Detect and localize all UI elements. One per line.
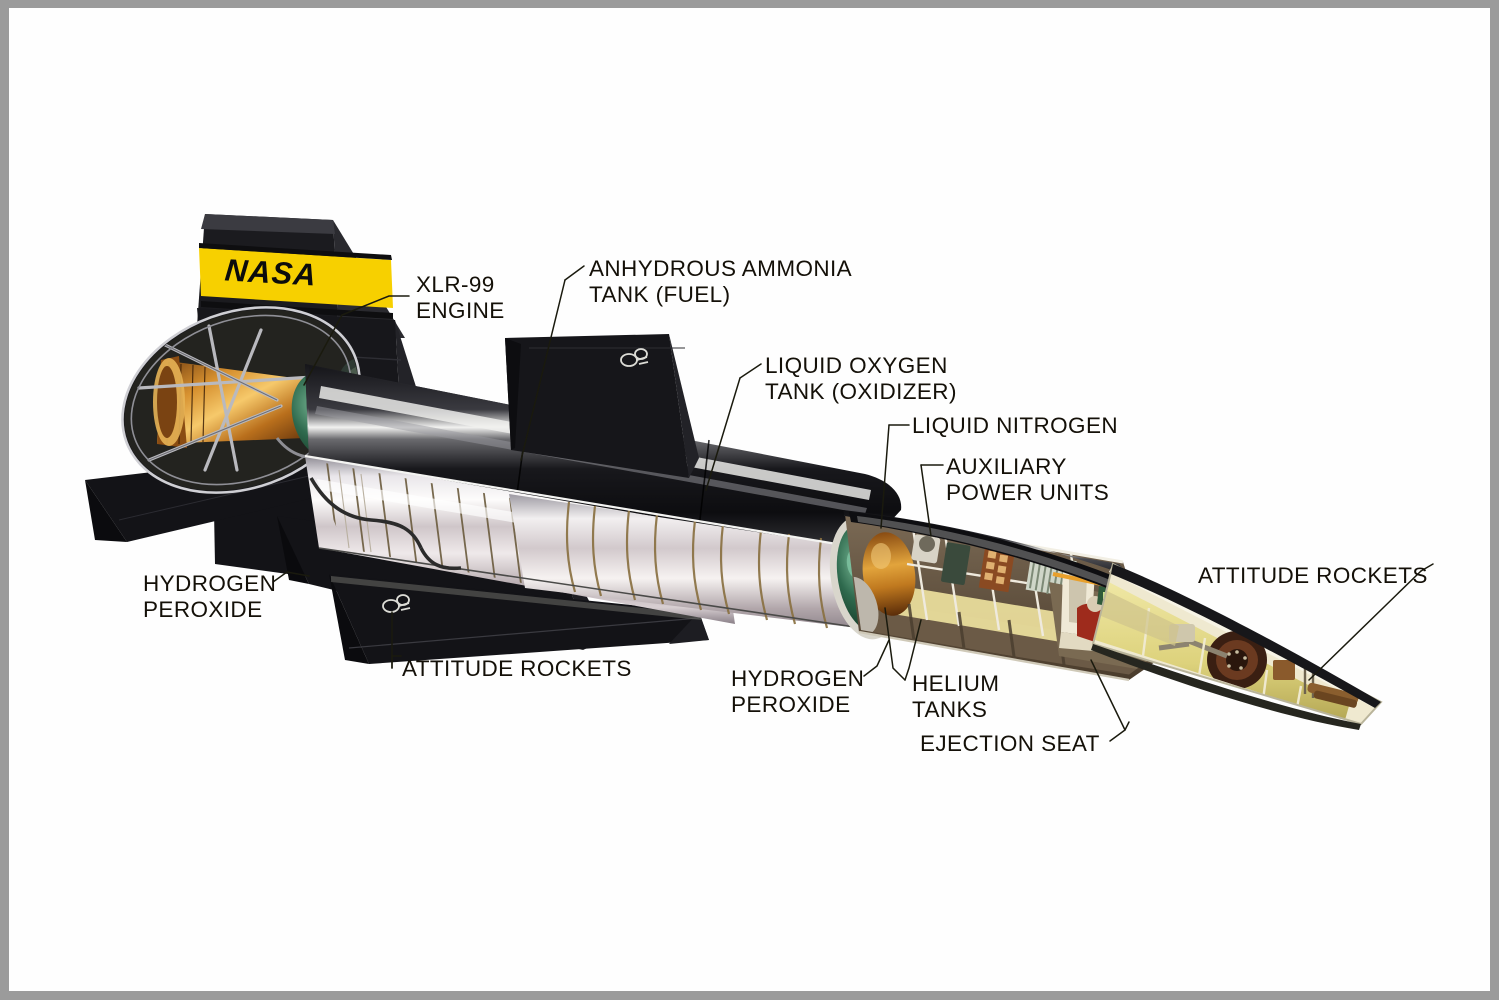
- leader-h2o2-l: [272, 571, 310, 583]
- main-wing: [329, 574, 709, 664]
- leader-helium-2: [904, 619, 922, 681]
- leader-lines: [272, 265, 1434, 742]
- leader-attrock-r-tick: [1420, 563, 1434, 572]
- leader-xlr99: [341, 295, 410, 316]
- leader-helium-1: [884, 607, 906, 681]
- leader-apu: [920, 464, 932, 537]
- leader-ammonia-tick: [564, 265, 585, 281]
- nose-attitude-thrusters: [1307, 682, 1359, 708]
- leader-h2o2-m: [863, 639, 890, 677]
- leader-ejection: [1090, 659, 1126, 731]
- tank-ring-bands: [565, 501, 829, 629]
- label-attitude-rockets-left: ATTITUDE ROCKETS: [402, 656, 632, 681]
- leader-attrock-r: [1308, 570, 1422, 681]
- nose-section: [1091, 562, 1383, 730]
- horizontal-stabilizer-right: [505, 334, 699, 478]
- attitude-rocket-nozzle-glyph-wing: [382, 594, 411, 613]
- leader-lox-tick: [739, 363, 762, 379]
- leader-ln2: [880, 424, 890, 529]
- ammonia-oxygen-tank-cutaway: [304, 454, 876, 631]
- leader-ammonia: [520, 279, 566, 461]
- label-liquid-nitrogen: LIQUID NITROGEN: [912, 413, 1119, 438]
- nasa-wordmark: NASA: [223, 252, 319, 293]
- nasa-band: [199, 248, 393, 308]
- leader-ejection-tick: [1109, 721, 1130, 742]
- x15-cutaway-artwork: [85, 214, 1434, 742]
- leader-xlr99-tail: [303, 314, 343, 386]
- label-ejection-seat: EJECTION SEAT: [920, 731, 1100, 756]
- leader-lox: [705, 377, 741, 491]
- attitude-rocket-nozzle-glyph-upper: [620, 348, 649, 367]
- label-attitude-rockets-right: ATTITUDE ROCKETS: [1198, 563, 1428, 588]
